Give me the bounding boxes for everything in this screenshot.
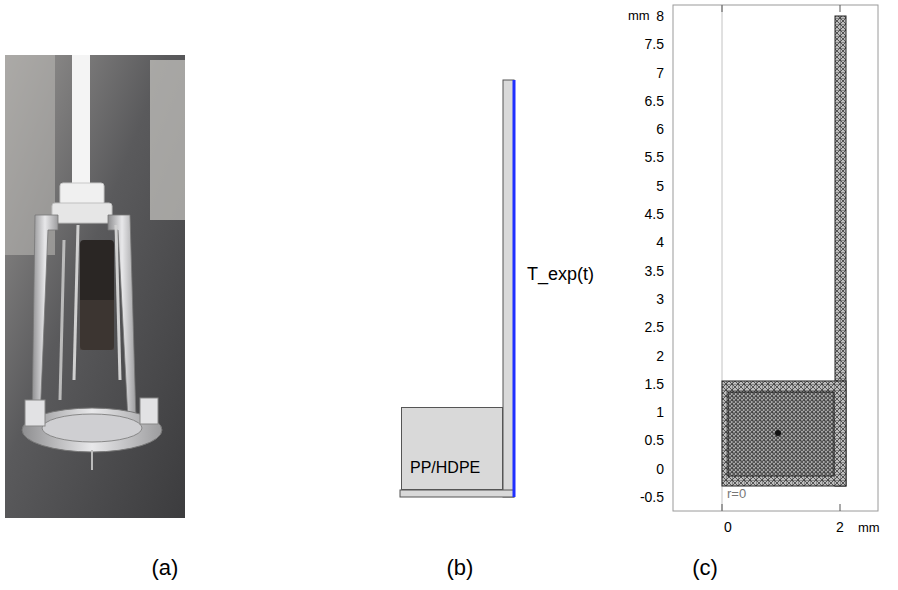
tick-label: 6.5 (645, 93, 664, 109)
axis-note: r=0 (727, 487, 746, 502)
tick-label: -0.5 (640, 489, 664, 505)
tick-label: 3.5 (645, 263, 664, 279)
boundary-label: T_exp(t) (527, 264, 594, 285)
schematic (400, 80, 514, 497)
tick-label: 4.5 (645, 206, 664, 222)
tick-label: 2 (836, 519, 844, 535)
tick-label: 0 (656, 461, 664, 477)
tick-label: 3 (656, 291, 664, 307)
tick-label: 0 (724, 519, 732, 535)
tick-label: 1 (656, 404, 664, 420)
material-region: PP/HDPE (401, 407, 503, 490)
tick-label: 2.5 (645, 319, 664, 335)
axis-unit: mm (628, 9, 650, 24)
tick-label: 1.5 (645, 376, 664, 392)
tick-label: 4 (656, 234, 664, 250)
material-label: PP/HDPE (410, 459, 480, 477)
mesh-plot (673, 5, 878, 511)
tick-label: 0.5 (645, 432, 664, 448)
tick-label: 2 (656, 348, 664, 364)
panel-label: (b) (447, 555, 474, 580)
tick-label: 7 (656, 65, 664, 81)
photo (5, 55, 185, 518)
tick-label: 5 (656, 178, 664, 194)
panel-label: (c) (692, 555, 718, 580)
tick-label: 7.5 (645, 36, 664, 52)
tick-label: 5.5 (645, 149, 664, 165)
panel-label: (a) (152, 555, 179, 580)
axis-unit: mm (858, 521, 880, 536)
tick-label: 6 (656, 121, 664, 137)
tick-label: 8 (656, 8, 664, 24)
